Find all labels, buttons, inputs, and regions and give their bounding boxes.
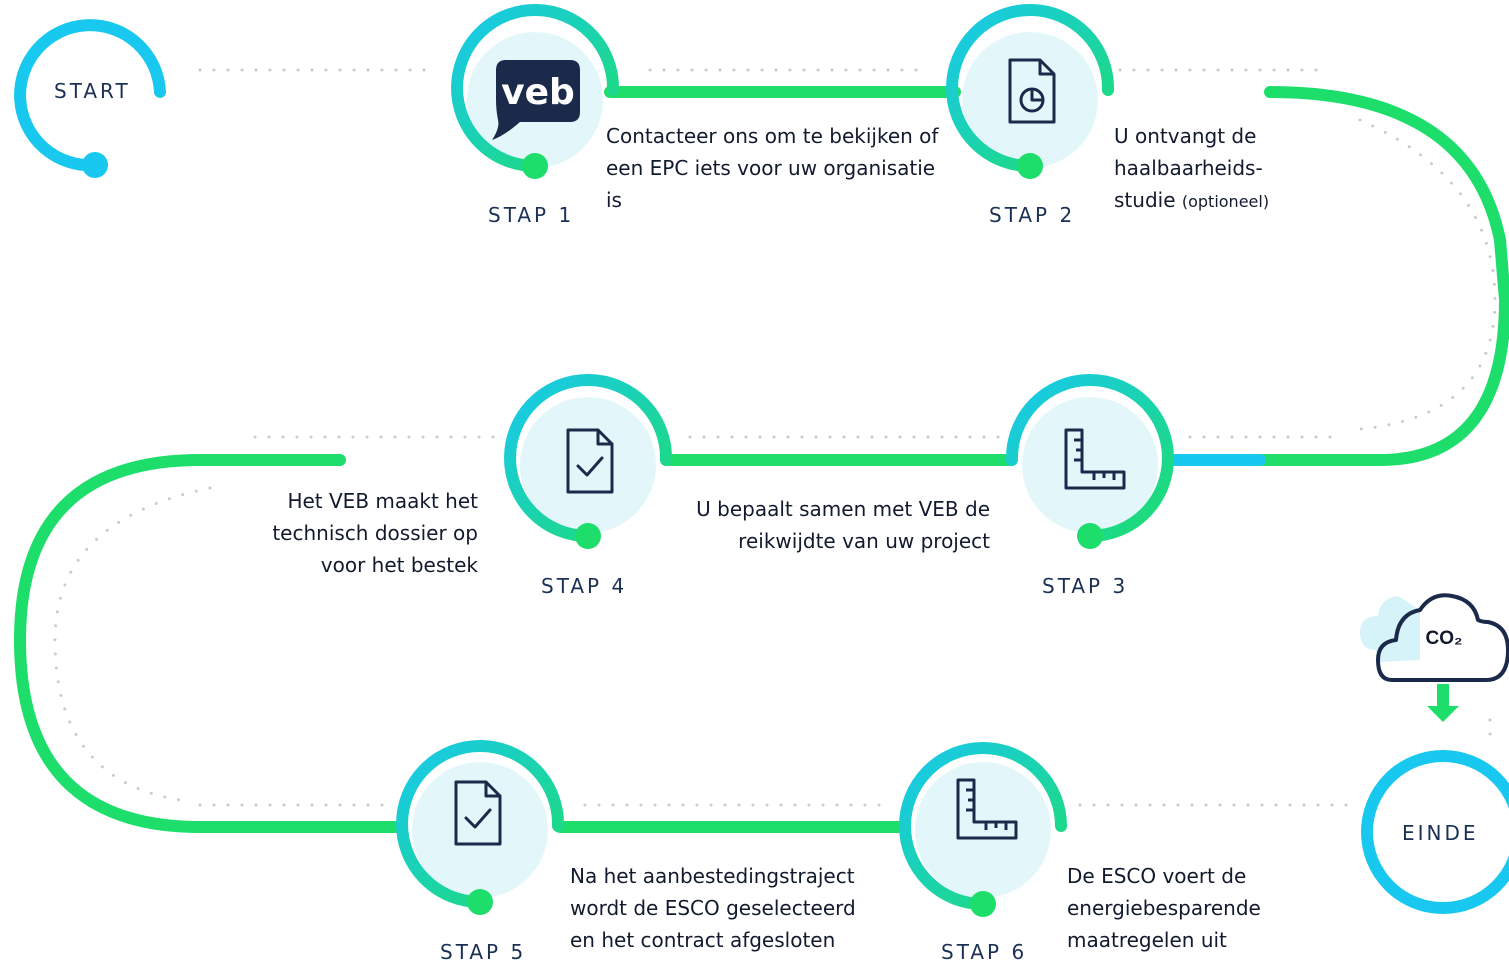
step-6-node <box>899 742 1067 917</box>
step-1-label: STAP 1 <box>488 203 575 227</box>
roadmap-path <box>13 86 1509 833</box>
step-4-node <box>504 374 673 549</box>
step-2-text: U ontvangt de haalbaarheids-studie <box>1114 124 1263 212</box>
step-1-node: veb <box>451 4 620 179</box>
step-2-description: U ontvangt de haalbaarheids-studie (opti… <box>1114 120 1304 218</box>
veb-logo-text: veb <box>501 72 575 113</box>
step-3-node <box>1005 374 1174 549</box>
step-6-description: De ESCO voert de energiebesparende maatr… <box>1067 864 1261 952</box>
end-node <box>1361 750 1509 914</box>
checked-document-icon <box>566 428 614 494</box>
step-1-description: Contacteer ons om te bekijken of een EPC… <box>606 124 939 212</box>
down-arrow-icon <box>1437 684 1449 708</box>
ruler-icon <box>1064 428 1126 490</box>
step-3-description: U bepaalt samen met VEB de reikwijdte va… <box>696 497 990 553</box>
step-6-label: STAP 6 <box>941 940 1028 964</box>
step-3-label: STAP 3 <box>1042 574 1129 598</box>
step-2-node <box>946 4 1115 179</box>
step-2-label: STAP 2 <box>989 203 1076 227</box>
co2-cloud-icon <box>1360 593 1509 722</box>
step-4-description: Het VEB maakt het technisch dossier op v… <box>272 489 478 577</box>
veb-logo-icon: veb <box>492 60 580 140</box>
dotted-guides <box>53 68 1497 807</box>
start-node <box>14 19 166 178</box>
pie-chart-document-icon <box>1008 58 1056 124</box>
step-2-optional-note: (optioneel) <box>1181 192 1270 211</box>
ruler-icon <box>956 778 1018 840</box>
co2-label: CO₂ <box>1425 628 1463 649</box>
end-label: EINDE <box>1402 821 1479 845</box>
step-5-node <box>396 740 565 915</box>
start-label: START <box>54 79 131 103</box>
step-4-label: STAP 4 <box>541 574 628 598</box>
step-5-description: Na het aanbestedingstraject wordt de ESC… <box>570 864 856 952</box>
step-5-label: STAP 5 <box>440 940 527 964</box>
checked-document-icon <box>454 780 502 846</box>
